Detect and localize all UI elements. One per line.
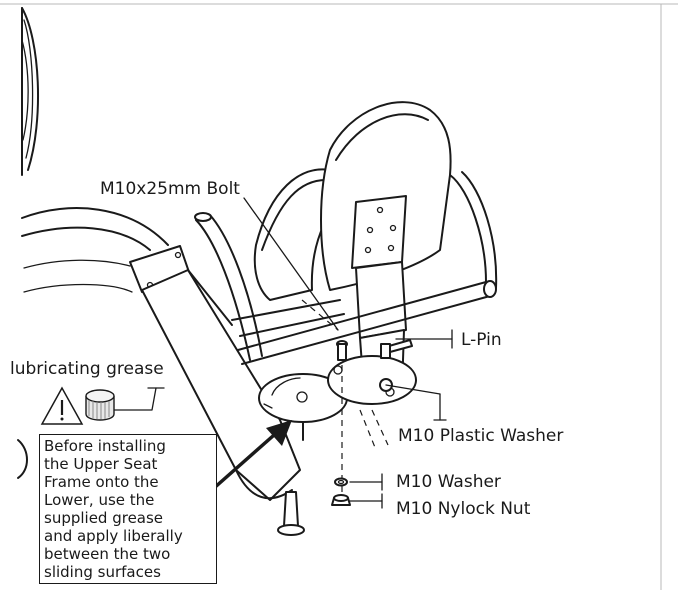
m10-washer-part [334, 477, 348, 487]
upper-slide-plate [327, 355, 417, 405]
assembly-guide-lines [301, 299, 389, 500]
washer-label: M10 Washer [396, 472, 501, 492]
leader-lines [112, 197, 453, 509]
l-pin-label: L-Pin [461, 330, 502, 350]
nylock-nut-label: M10 Nylock Nut [396, 499, 531, 519]
lower-frame-tube [17, 207, 169, 479]
seat-handle-tube [194, 212, 263, 361]
lower-slide-plate [258, 373, 348, 441]
flywheel [21, 7, 40, 176]
plastic-washer-label: M10 Plastic Washer [398, 426, 563, 446]
grease-pointer-arrow [203, 420, 292, 498]
grease-instruction-note: Before installing the Upper Seat Frame o… [39, 434, 217, 584]
seat-backrest [320, 101, 452, 291]
upper-seat-frame [231, 171, 498, 365]
bolt-m10x25 [336, 340, 348, 361]
lower-seat-frame [129, 245, 305, 536]
grease-label: lubricating grease [10, 359, 164, 379]
warning-triangle-icon [40, 386, 84, 425]
grease-tub-icon [85, 389, 115, 421]
m10-nylock-nut-part [331, 494, 351, 506]
bolt-label: M10x25mm Bolt [100, 179, 240, 199]
